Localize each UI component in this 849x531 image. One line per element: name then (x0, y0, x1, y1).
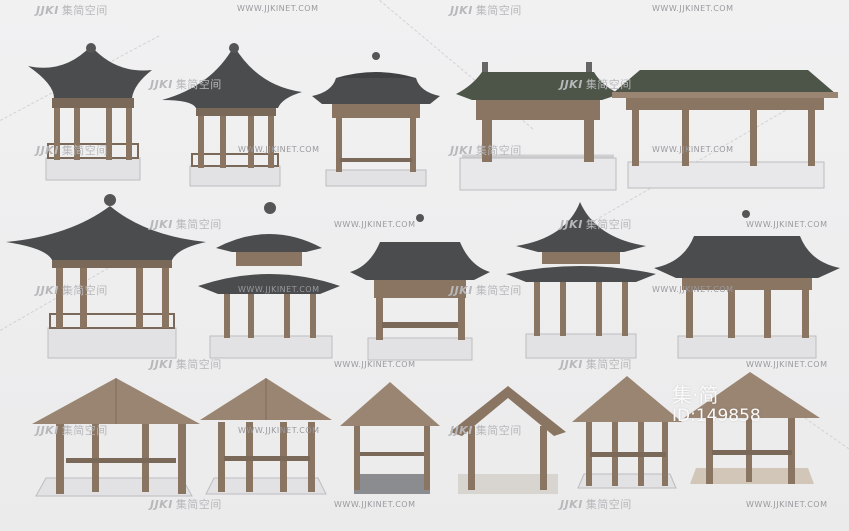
brand-logo: JJKI (36, 424, 59, 437)
brand-logo: JJKI (36, 4, 59, 17)
pavilion-2-4 (506, 202, 656, 359)
pavilion-1-5 (612, 70, 838, 189)
pavilion-1-1 (28, 43, 152, 181)
brand-name: 集简空间 (61, 284, 108, 297)
brand-name: 集简空间 (585, 498, 632, 511)
brand-name: 集简空间 (475, 424, 522, 437)
brand-name: 集简空间 (585, 78, 632, 91)
id-number: ID:149858 (672, 406, 761, 426)
brand-name: 集简空间 (61, 4, 108, 17)
brand-logo: JJKI (150, 78, 173, 91)
watermark-url: WWW.JJKINET.COM (652, 4, 734, 13)
pavilion-3-6 (684, 372, 820, 484)
watermark-url: WWW.JJKINET.COM (238, 285, 320, 294)
pavilion-1-4 (456, 62, 620, 191)
pavilion-3-3 (340, 382, 440, 494)
pavilion-3-2 (200, 378, 332, 495)
watermark-url: WWW.JJKINET.COM (237, 4, 319, 13)
brand-name: 集简空间 (61, 424, 108, 437)
brand-logo: JJKI (450, 424, 473, 437)
brand-logo: JJKI (450, 4, 473, 17)
brand-name: 集简空间 (175, 498, 222, 511)
brand-name: 集简空间 (61, 144, 108, 157)
brand-name: 集简空间 (475, 144, 522, 157)
watermark-url: WWW.JJKINET.COM (746, 220, 828, 229)
watermark-url: WWW.JJKINET.COM (334, 220, 416, 229)
brand-logo: JJKI (450, 284, 473, 297)
pavilion-1-3 (312, 52, 440, 187)
watermark-url: WWW.JJKINET.COM (652, 285, 734, 294)
id-brand-label: 集·简 (672, 383, 719, 407)
brand-name: 集简空间 (585, 358, 632, 371)
pavilion-3-4 (450, 386, 566, 494)
asset-id-watermark: 集·简 ID:149858 (672, 384, 761, 426)
brand-logo: JJKI (36, 144, 59, 157)
brand-logo: JJKI (150, 358, 173, 371)
brand-name: 集简空间 (175, 358, 222, 371)
pavilion-3-1 (32, 378, 200, 497)
watermark-url: WWW.JJKINET.COM (238, 145, 320, 154)
pavilion-3-5 (572, 376, 682, 489)
brand-logo: JJKI (150, 498, 173, 511)
brand-name: 集简空间 (175, 218, 222, 231)
watermark-url: WWW.JJKINET.COM (238, 426, 320, 435)
watermark-url: WWW.JJKINET.COM (652, 145, 734, 154)
brand-logo: JJKI (560, 78, 583, 91)
brand-logo: JJKI (150, 218, 173, 231)
watermark-url: WWW.JJKINET.COM (746, 360, 828, 369)
watermark-url: WWW.JJKINET.COM (334, 360, 416, 369)
watermark-url: WWW.JJKINET.COM (746, 500, 828, 509)
brand-logo: JJKI (36, 284, 59, 297)
pavilion-1-2 (162, 43, 302, 187)
brand-name: 集简空间 (175, 78, 222, 91)
brand-logo: JJKI (560, 498, 583, 511)
brand-logo: JJKI (560, 218, 583, 231)
brand-name: 集简空间 (585, 218, 632, 231)
brand-logo: JJKI (560, 358, 583, 371)
brand-logo: JJKI (450, 144, 473, 157)
brand-name: 集简空间 (475, 4, 522, 17)
brand-name: 集简空间 (475, 284, 522, 297)
watermark-url: WWW.JJKINET.COM (334, 500, 416, 509)
pavilion-2-1 (6, 194, 206, 359)
pavilion-2-2 (198, 202, 340, 359)
pavilion-2-3 (350, 214, 490, 361)
pavilion-2-5 (654, 210, 840, 359)
